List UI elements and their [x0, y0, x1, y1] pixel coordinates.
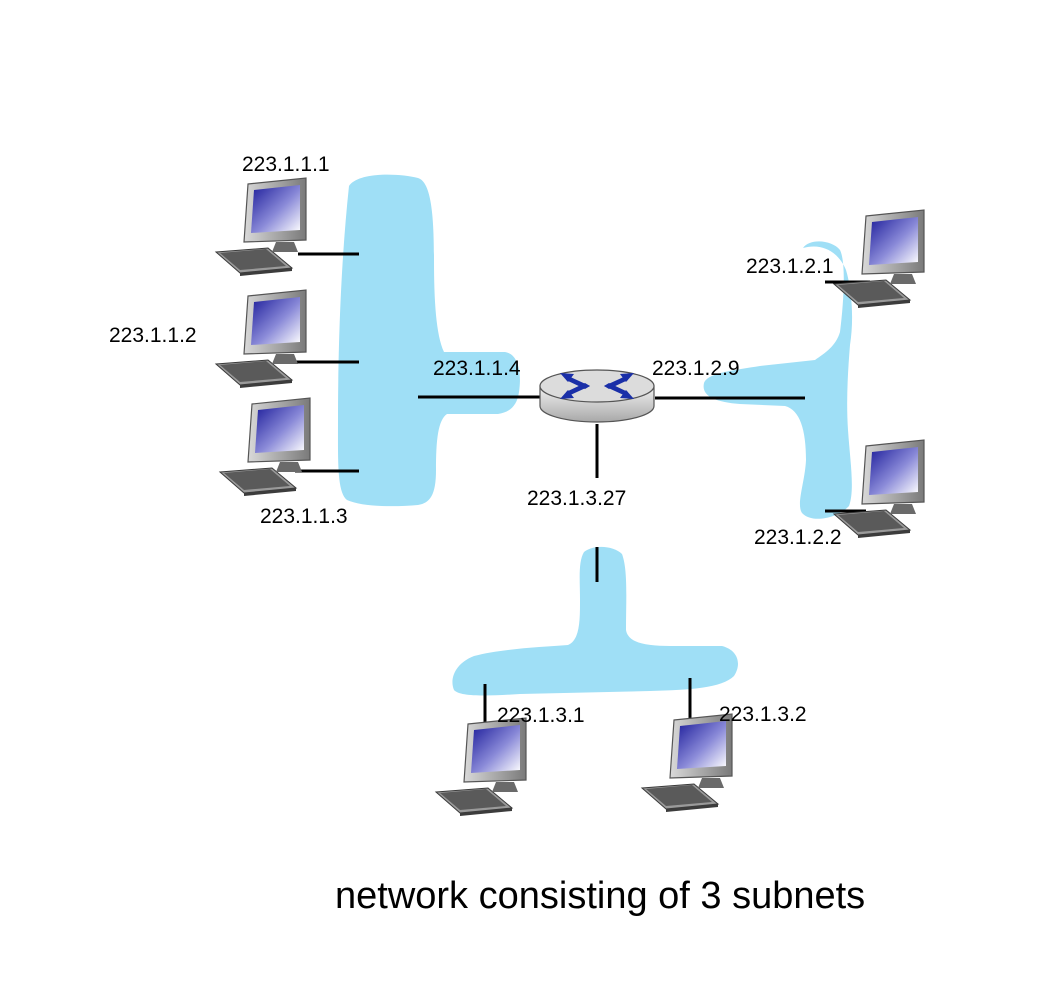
host-ip-label: 223.1.3.2: [719, 703, 807, 726]
router-interface-ip-label: 223.1.2.9: [652, 357, 740, 380]
diagram-caption: network consisting of 3 subnets: [335, 875, 865, 917]
desktop-computer-icon: [219, 397, 311, 497]
router-interface-ip-label: 223.1.1.4: [433, 357, 521, 380]
subnet-1-region: [337, 174, 520, 507]
subnet-3-region: [452, 546, 738, 696]
host-ip-label: 223.1.2.2: [754, 526, 842, 549]
host-ip-label: 223.1.1.2: [109, 324, 197, 347]
desktop-computer-icon: [833, 209, 925, 309]
host-ip-label: 223.1.1.1: [242, 153, 330, 176]
desktop-computer-icon: [641, 713, 733, 813]
desktop-computer-icon: [215, 289, 307, 389]
desktop-computer-icon: [435, 717, 527, 817]
subnet-2-region: [703, 241, 853, 519]
router-interface-ip-label: 223.1.3.27: [527, 487, 626, 510]
host-ip-label: 223.1.2.1: [746, 255, 834, 278]
host-ip-label: 223.1.1.3: [260, 505, 348, 528]
desktop-computer-icon: [215, 177, 307, 277]
router-icon: [539, 369, 655, 423]
host-ip-label: 223.1.3.1: [497, 704, 585, 727]
